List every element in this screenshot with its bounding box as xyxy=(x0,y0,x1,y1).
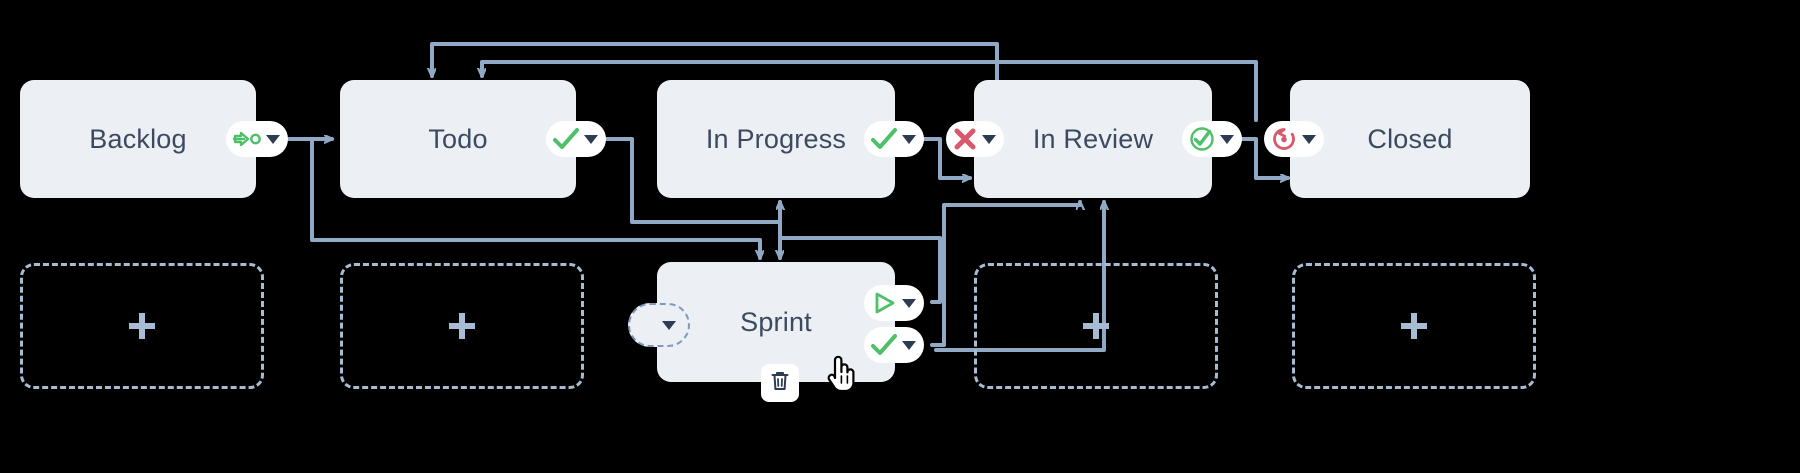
add-state-placeholder-5[interactable] xyxy=(1292,263,1536,389)
play-icon xyxy=(870,290,898,316)
state-label-closed: Closed xyxy=(1367,123,1453,154)
chevron-down-icon[interactable] xyxy=(902,134,916,144)
state-label-todo: Todo xyxy=(428,123,488,154)
plus-icon xyxy=(1083,313,1109,339)
state-node-sprint[interactable]: Sprint xyxy=(657,262,895,382)
chevron-down-icon[interactable] xyxy=(1302,134,1316,144)
handle-in-progress-reject[interactable] xyxy=(946,121,1004,157)
chevron-down-icon[interactable] xyxy=(266,134,280,144)
plus-icon xyxy=(1401,313,1427,339)
sprint-delete-button[interactable] xyxy=(761,364,799,402)
check-icon xyxy=(870,127,898,151)
chevron-down-icon[interactable] xyxy=(902,298,916,308)
hand-pointer-cursor xyxy=(824,352,858,399)
chevron-down-icon[interactable] xyxy=(662,320,676,330)
check-circle-icon xyxy=(1188,126,1216,152)
state-node-backlog[interactable]: Backlog xyxy=(20,80,256,198)
state-node-closed[interactable]: Closed xyxy=(1290,80,1530,198)
plus-icon xyxy=(449,313,475,339)
add-state-placeholder-2[interactable] xyxy=(340,263,584,389)
state-label-in-review: In Review xyxy=(1032,123,1154,154)
chevron-down-icon[interactable] xyxy=(902,340,916,350)
arrow-to-circle-icon xyxy=(232,128,262,150)
chevron-down-icon[interactable] xyxy=(584,134,598,144)
handle-sprint-input[interactable] xyxy=(628,303,690,347)
state-label-sprint: Sprint xyxy=(740,306,812,337)
chevron-down-icon[interactable] xyxy=(982,134,996,144)
state-label-backlog: Backlog xyxy=(89,123,187,154)
handle-backlog-start[interactable] xyxy=(226,121,288,157)
plus-icon xyxy=(129,313,155,339)
add-state-placeholder-1[interactable] xyxy=(20,263,264,389)
check-icon xyxy=(552,127,580,151)
state-node-in-review[interactable]: In Review xyxy=(974,80,1212,198)
handle-sprint-done[interactable] xyxy=(864,327,924,363)
add-state-placeholder-4[interactable] xyxy=(974,263,1218,389)
state-node-in-progress[interactable]: In Progress xyxy=(657,80,895,198)
state-label-in-progress: In Progress xyxy=(705,123,847,154)
handle-todo-done[interactable] xyxy=(546,121,606,157)
trash-icon xyxy=(770,370,790,397)
cross-icon xyxy=(952,127,978,151)
handle-in-review-approve[interactable] xyxy=(1182,121,1242,157)
handle-sprint-start[interactable] xyxy=(864,285,924,321)
state-node-todo[interactable]: Todo xyxy=(340,80,576,198)
reopen-icon xyxy=(1270,126,1298,152)
handle-in-review-reopen[interactable] xyxy=(1264,121,1324,157)
check-icon xyxy=(870,333,898,357)
handle-in-progress-done[interactable] xyxy=(864,121,924,157)
chevron-down-icon[interactable] xyxy=(1220,134,1234,144)
